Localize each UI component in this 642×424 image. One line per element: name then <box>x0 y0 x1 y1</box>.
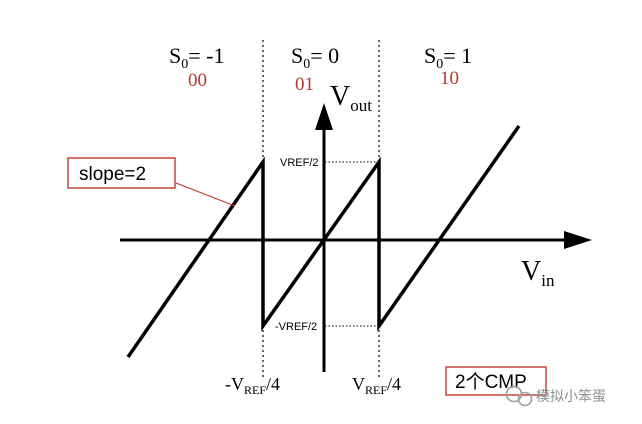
slope-callout-leader <box>175 182 236 207</box>
x-axis-arrow <box>564 231 592 249</box>
level-top-label: VREF/2 <box>280 157 319 169</box>
y-axis-arrow <box>315 103 333 130</box>
slope-callout-text: slope=2 <box>79 164 146 185</box>
x-axis-label: Vin <box>521 256 555 290</box>
level-bottom-label: -VREF/2 <box>275 321 317 333</box>
region-label-1: S0= 1 <box>424 43 472 72</box>
slope-callout-box <box>67 157 176 189</box>
region-code-10: 10 <box>440 68 459 89</box>
region-code-01: 01 <box>295 74 314 95</box>
region-code-00: 00 <box>188 70 207 91</box>
threshold-right-label: VREF/4 <box>352 374 401 397</box>
region-label-0: S0= 0 <box>291 43 339 72</box>
wechat-chat-icon <box>505 385 533 407</box>
y-axis-label: Vout <box>330 81 372 115</box>
region-label-minus1: S0= -1 <box>169 43 224 72</box>
transfer-curve <box>126 124 521 358</box>
cmp-label-box <box>445 366 547 396</box>
threshold-left-label: -VREF/4 <box>225 374 280 397</box>
watermark-text: 模拟小笨蛋 <box>536 388 606 404</box>
cmp-label-text: 2个CMP <box>455 371 527 393</box>
